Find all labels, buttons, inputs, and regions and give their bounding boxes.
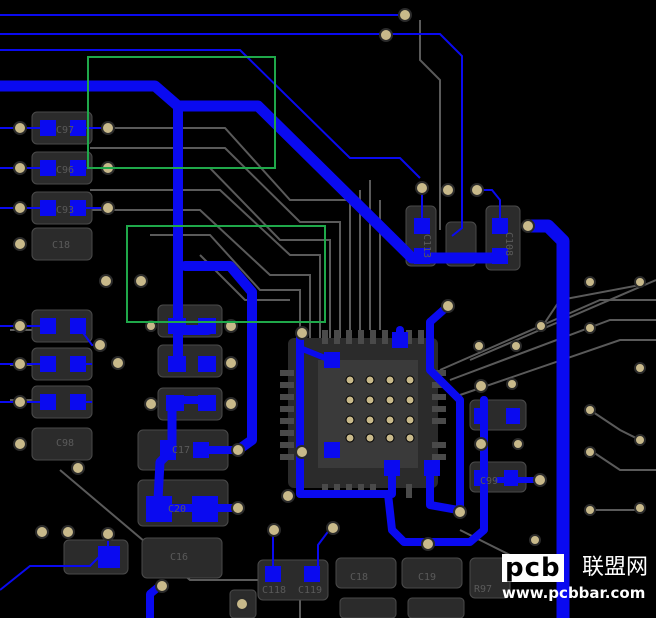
qfn-ic-package — [280, 330, 446, 498]
highlight-rectangles — [87, 56, 326, 323]
silk-label-e: C20 — [168, 504, 186, 515]
silk-label-j: C98 — [56, 438, 74, 449]
silk-label-h: C96 — [56, 165, 74, 176]
silk-label-i: C93 — [56, 205, 74, 216]
silk-label-c113: C113 — [421, 234, 432, 258]
silk-label-c: C19 — [418, 572, 436, 583]
watermark-logo-pcb: pcb — [502, 554, 564, 582]
silk-label-r97: R97 — [474, 584, 492, 595]
watermark-logo-chinese: 联盟网 — [582, 555, 649, 580]
silkscreen-labels: C113 C108 C18 C18 C19 R97 C118 C119 C16 … — [52, 125, 514, 596]
silk-label-g: C97 — [56, 125, 74, 136]
silk-label-c118: C118 — [262, 585, 286, 596]
watermark-url: www.pcbbar.com — [502, 584, 646, 602]
thermal-via-array — [345, 375, 415, 443]
watermark-logo-pcb-text: pcb — [505, 553, 561, 583]
silk-label-c108: C108 — [503, 232, 514, 256]
silk-label-d: C16 — [170, 552, 188, 563]
silk-label-b: C18 — [350, 572, 368, 583]
silk-label-a: C18 — [52, 240, 70, 251]
pcbbar-watermark: pcb 联盟网 www.pcbbar.com — [502, 552, 652, 604]
silk-label-k: C99 — [480, 476, 498, 487]
silk-label-c119: C119 — [298, 585, 322, 596]
silk-label-f: C17 — [172, 445, 190, 456]
